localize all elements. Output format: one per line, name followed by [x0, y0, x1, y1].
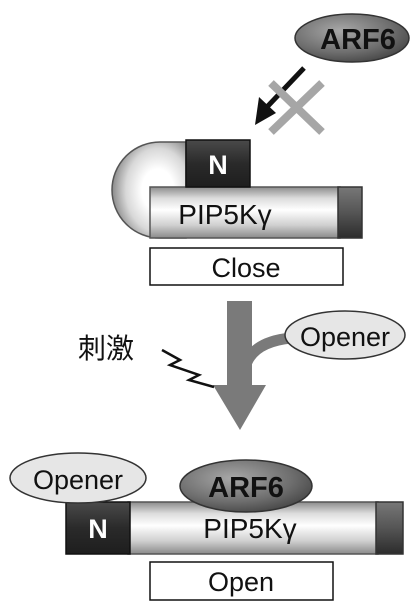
bottom-protein-label: PIP5Kγ — [203, 513, 296, 544]
lightning-icon — [161, 348, 215, 389]
top-tube-end — [337, 186, 363, 239]
close-box-frame — [149, 247, 344, 286]
bottom-arf6: ARF6 — [179, 459, 313, 513]
top-pip5k-closed: N PIP5Kγ — [111, 139, 363, 239]
binding-arrow-head — [255, 97, 276, 125]
middle-opener-label: Opener — [300, 322, 390, 352]
top-protein-label: PIP5Kγ — [178, 199, 271, 230]
middle-opener: Opener — [284, 310, 406, 360]
bottom-opener: Opener — [9, 452, 147, 504]
open-state-label: Open — [208, 567, 274, 597]
stimulus-group: 刺激 — [78, 333, 215, 389]
top-n-label: N — [208, 150, 228, 180]
bottom-arf6-ellipse — [179, 459, 313, 513]
opener-branch — [239, 332, 292, 370]
bottom-n-label: N — [88, 514, 108, 544]
top-arf6-ellipse — [294, 13, 410, 63]
top-n-domain — [185, 139, 251, 188]
close-state-label: Close — [211, 253, 280, 283]
close-state-box: Close — [149, 247, 344, 286]
transition-arrow-shaft — [227, 301, 252, 389]
bottom-arf6-label: ARF6 — [208, 472, 284, 504]
top-arf6-label: ARF6 — [320, 24, 396, 56]
top-arf6: ARF6 — [294, 13, 410, 63]
stimulus-label: 刺激 — [78, 333, 134, 364]
open-state-box: Open — [149, 561, 334, 601]
bottom-tube-end — [375, 501, 404, 555]
transition-arrow — [213, 301, 292, 430]
blocked-binding — [255, 66, 325, 135]
binding-arrow-shaft — [264, 66, 306, 110]
bottom-opener-label: Opener — [33, 465, 123, 495]
open-box-frame — [149, 561, 334, 601]
transition-arrow-head — [213, 385, 266, 430]
bottom-opener-ellipse — [9, 452, 147, 504]
middle-opener-ellipse — [284, 310, 406, 360]
blocked-x-line-2 — [268, 80, 325, 135]
bottom-pip5k-open: N PIP5Kγ — [65, 501, 404, 555]
